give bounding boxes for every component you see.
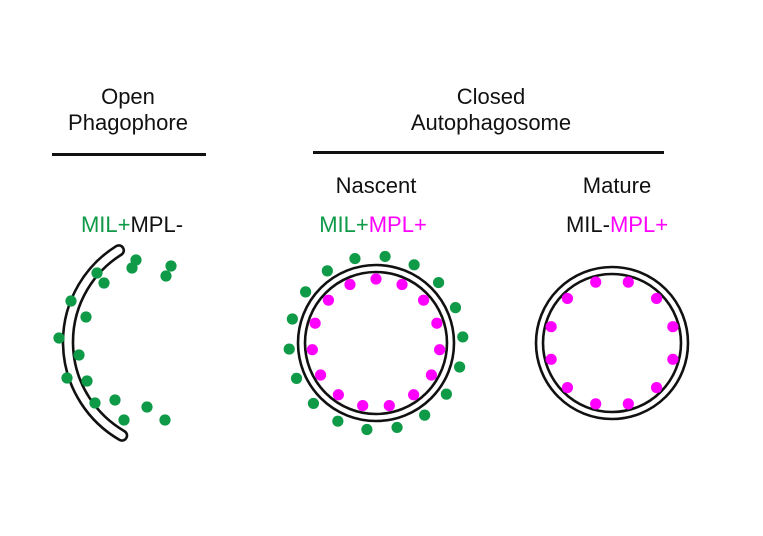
mpl-dot bbox=[545, 353, 557, 365]
nascent-marker-label: MIL+MPL+ bbox=[319, 212, 427, 238]
mil-dot bbox=[61, 372, 73, 384]
nascent-inner-membrane bbox=[303, 270, 449, 416]
mpl-dot bbox=[383, 400, 395, 412]
mpl-negative-label: MPL- bbox=[130, 212, 184, 237]
mil-dot bbox=[98, 277, 110, 289]
closed-title-line2: Autophagosome bbox=[410, 110, 572, 136]
mpl-dot bbox=[545, 321, 557, 333]
mature-inner-membrane bbox=[541, 272, 683, 414]
mpl-dot bbox=[314, 369, 327, 381]
mpl-dot bbox=[408, 389, 420, 401]
nascent-autophagosome bbox=[283, 250, 469, 436]
mil-dot bbox=[65, 295, 77, 307]
mil-dot bbox=[286, 313, 298, 325]
mil-dot bbox=[159, 414, 171, 426]
mpl-dot bbox=[306, 344, 318, 356]
mil-dot bbox=[109, 394, 121, 406]
mil-dot bbox=[283, 343, 295, 355]
mil-dot bbox=[321, 265, 333, 277]
mpl-dot bbox=[622, 398, 634, 410]
mil-dot bbox=[361, 423, 373, 436]
mpl-dot bbox=[309, 317, 321, 329]
mil-dot bbox=[379, 250, 391, 263]
mpl-dot bbox=[650, 381, 663, 394]
mil-dot bbox=[80, 311, 92, 323]
mil-dot bbox=[349, 252, 361, 265]
closed-divider bbox=[313, 151, 664, 154]
mil-dot bbox=[290, 372, 303, 384]
mil-dot bbox=[89, 397, 101, 409]
mature-marker-label: MIL-MPL+ bbox=[566, 212, 668, 238]
mpl-dot bbox=[561, 381, 574, 394]
mature-title: Mature bbox=[582, 173, 652, 198]
mil-dot bbox=[91, 267, 103, 279]
mil-dot bbox=[454, 361, 466, 373]
mpl-dot bbox=[396, 278, 408, 291]
mil-dot bbox=[141, 401, 153, 413]
mil-dot bbox=[81, 375, 93, 387]
mil-dot bbox=[130, 254, 142, 266]
nascent-outer-membrane bbox=[296, 263, 456, 423]
mpl-dot bbox=[332, 389, 344, 401]
mil-dot bbox=[300, 286, 312, 298]
mpl-dot bbox=[622, 276, 634, 288]
mpl-dot bbox=[561, 292, 574, 305]
mil-dot bbox=[118, 414, 130, 426]
mil-dot bbox=[160, 270, 172, 282]
open-divider bbox=[52, 153, 206, 156]
mpl-dot bbox=[357, 400, 369, 412]
mil-dot bbox=[457, 331, 469, 343]
mpl-dot bbox=[322, 294, 335, 306]
mil-dot bbox=[449, 302, 462, 314]
mil-dot bbox=[440, 388, 452, 400]
phagophore-membrane bbox=[61, 244, 129, 442]
mil-dot bbox=[53, 332, 65, 344]
mature-outer-membrane bbox=[534, 265, 690, 421]
open-marker-label: MIL+MPL- bbox=[81, 212, 183, 238]
open-phagophore-title: Open Phagophore bbox=[68, 84, 188, 137]
mil-dot bbox=[307, 397, 320, 410]
mpl-dot bbox=[425, 369, 438, 381]
mpl-dot bbox=[417, 294, 430, 306]
mil-positive-label: MIL+ bbox=[80, 212, 131, 237]
mil-dot bbox=[391, 421, 403, 434]
mil-negative-label: MIL- bbox=[565, 212, 610, 237]
mil-dot bbox=[419, 409, 431, 421]
mpl-positive-label: MPL+ bbox=[609, 212, 669, 237]
mpl-dot bbox=[667, 353, 679, 365]
mpl-dot bbox=[431, 317, 443, 329]
mil-dot bbox=[432, 276, 445, 289]
mil-dot bbox=[332, 415, 344, 427]
closed-title-line1: Closed bbox=[456, 84, 526, 109]
open-phagophore bbox=[53, 244, 177, 442]
mil-dot bbox=[165, 260, 177, 272]
open-title-line1: Open bbox=[101, 84, 155, 109]
open-title-line2: Phagophore bbox=[68, 110, 188, 136]
mil-positive-label: MIL+ bbox=[319, 212, 369, 237]
mil-dot bbox=[408, 259, 420, 271]
nascent-title: Nascent bbox=[335, 173, 417, 198]
mpl-dot bbox=[667, 321, 679, 333]
mature-autophagosome bbox=[534, 265, 690, 421]
mpl-dot bbox=[434, 344, 446, 356]
mpl-dot bbox=[590, 398, 602, 410]
mpl-dot bbox=[590, 276, 602, 288]
closed-autophagosome-title: Closed Autophagosome bbox=[411, 84, 571, 137]
mpl-positive-label: MPL+ bbox=[368, 212, 427, 237]
mpl-dot bbox=[650, 292, 663, 305]
mil-dot bbox=[73, 349, 85, 361]
mpl-dot bbox=[370, 273, 382, 285]
mpl-dot bbox=[344, 278, 356, 291]
